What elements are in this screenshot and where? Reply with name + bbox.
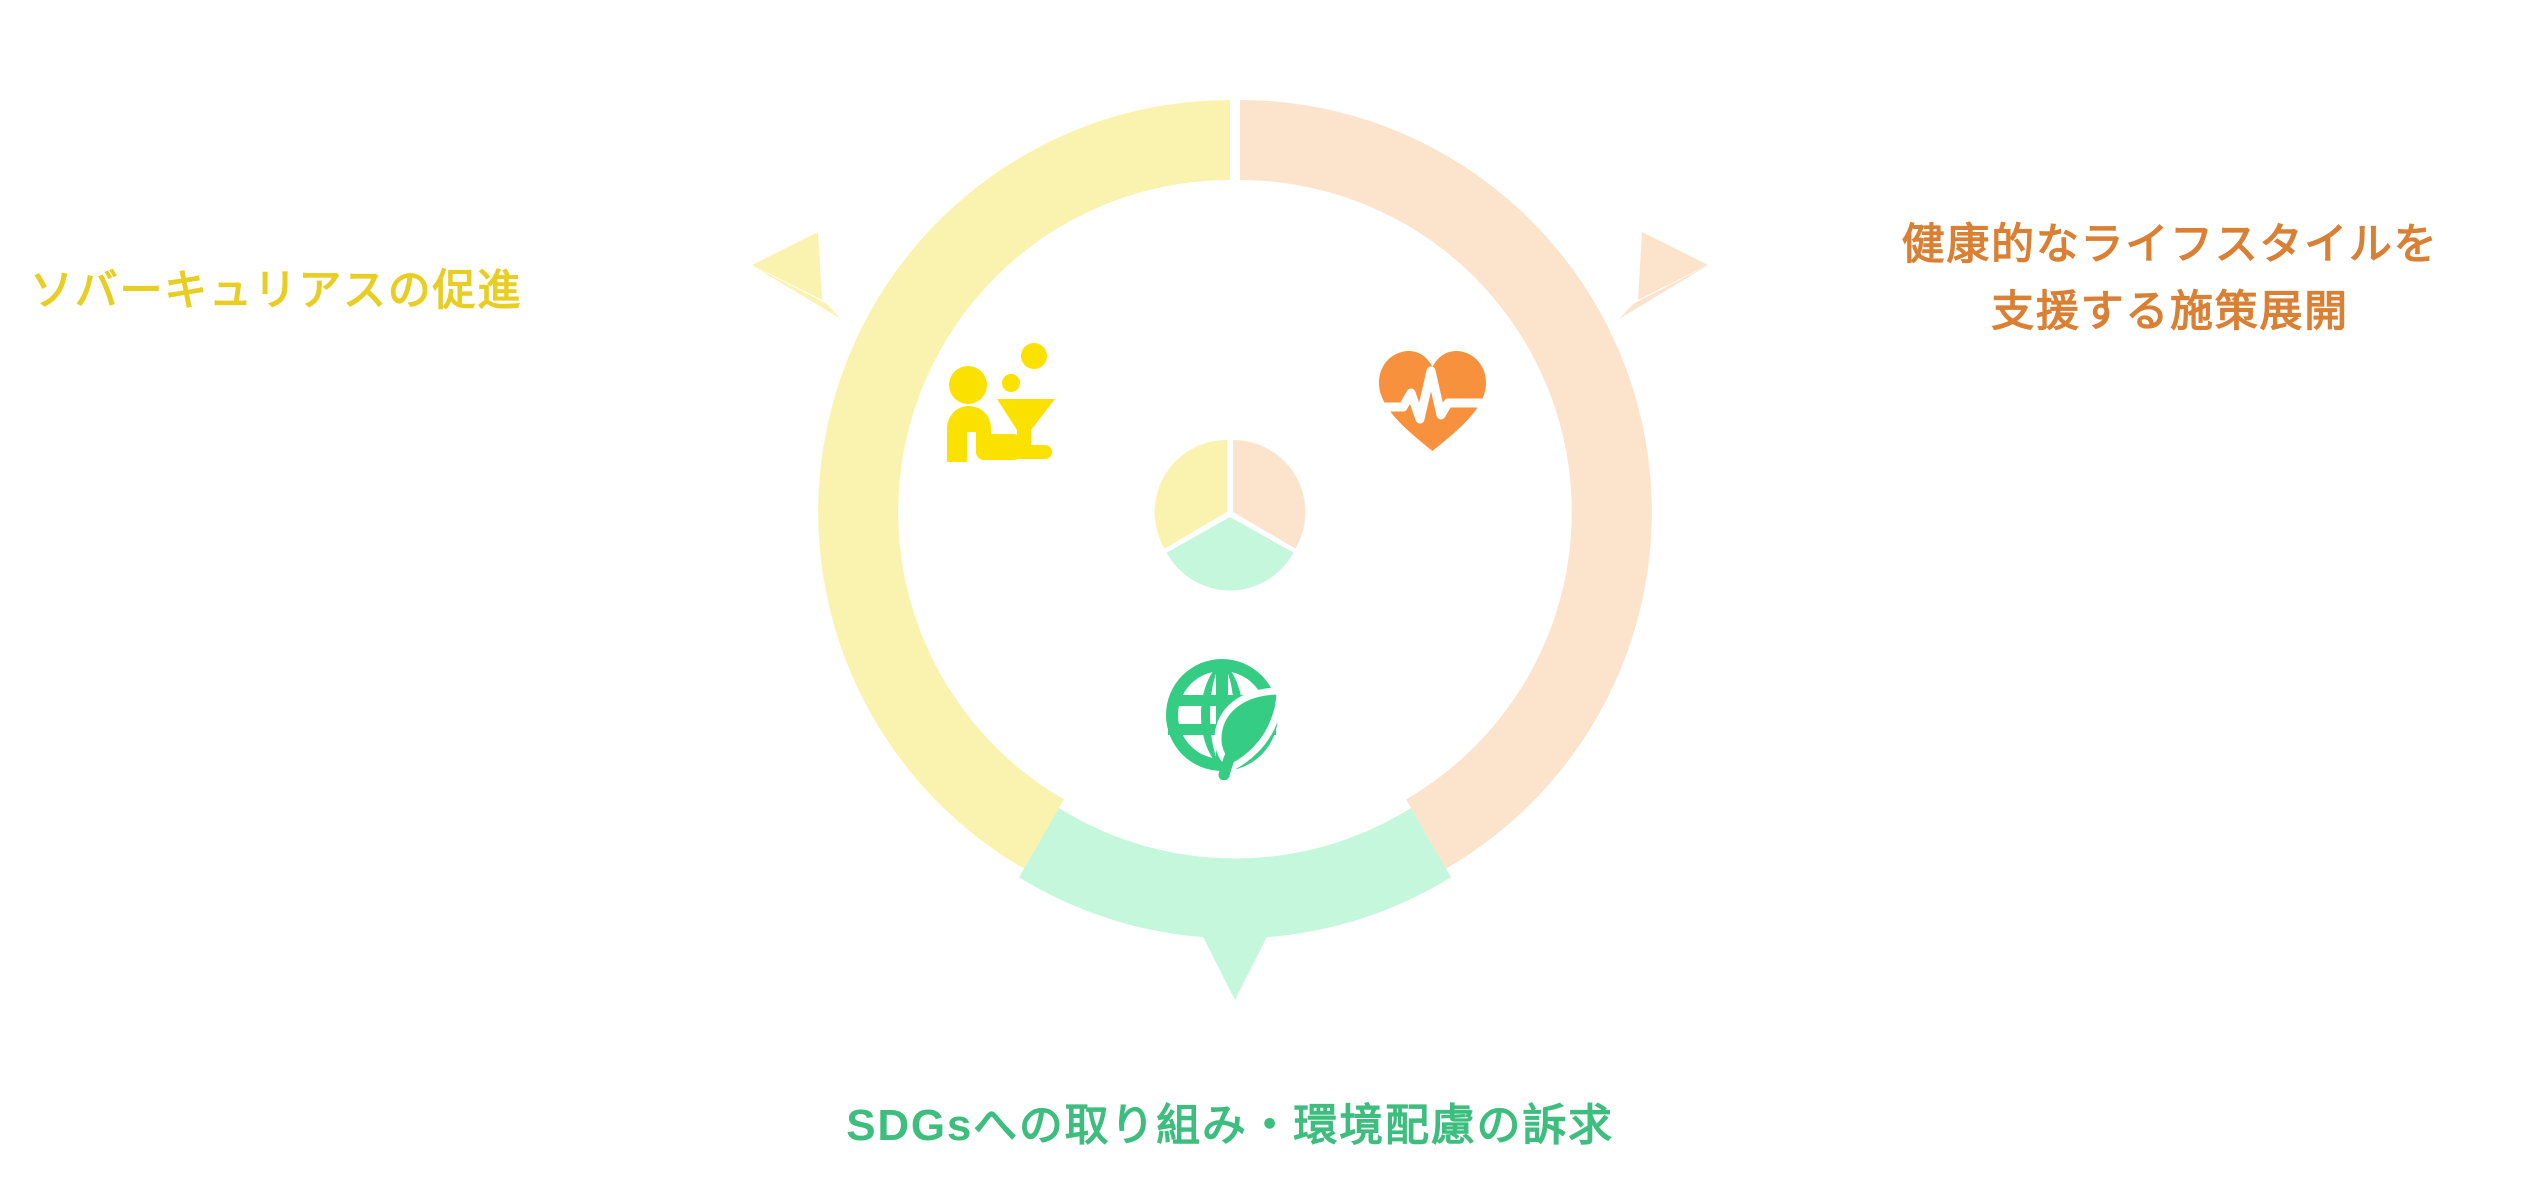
hub-slice-sober-curious xyxy=(1154,439,1227,549)
globe-leaf-icon xyxy=(1162,655,1287,781)
pointer-healthy-lifestyle xyxy=(1619,266,1707,319)
pointer-sober-curious xyxy=(753,266,841,319)
segment-label-sdgs-environment: SDGsへの取り組み・環境配慮の訴求 xyxy=(846,1101,1614,1150)
ring-segment-sober-curious[interactable] xyxy=(752,100,1230,869)
heart-pulse-icon xyxy=(1375,345,1490,455)
hub-slice-healthy-lifestyle xyxy=(1233,439,1306,549)
segment-label-healthy-lifestyle: 健康的なライフスタイルを 支援する施策展開 xyxy=(1901,221,2439,336)
ring-segment-healthy-lifestyle[interactable] xyxy=(1240,100,1708,869)
pointer-sdgs-environment xyxy=(1195,921,1275,1000)
hub-slice-sdgs-environment xyxy=(1166,517,1294,591)
segment-label-sober-curious: ソバーキュリアスの促進 xyxy=(30,267,522,315)
hub-mini-pie xyxy=(1154,439,1306,591)
ring-segment-sdgs-environment[interactable] xyxy=(1019,808,1451,1000)
person-mocktail-icon xyxy=(935,340,1070,465)
